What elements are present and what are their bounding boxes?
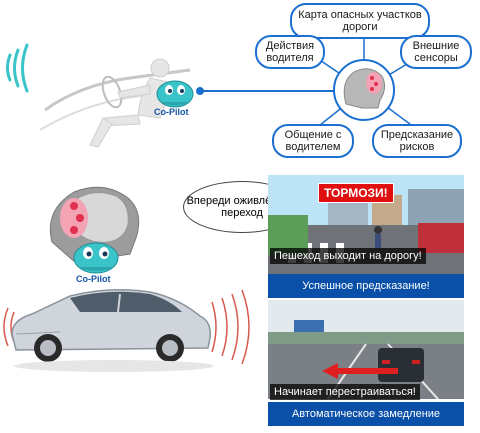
copilot-mascot-large-icon [73,242,119,274]
signal-waves-icon [6,43,29,93]
brain-large-icon [49,186,140,271]
lane-change-overlay-text: Начинает перестраиваться! [270,384,420,400]
lane-change-arrow-icon [322,363,398,379]
brain-icon [343,68,386,109]
pedestrian-overlay-text: Пешеход выходит на дорогу! [270,248,426,264]
car-illustration [3,289,250,372]
copilot-mascot-icon [156,80,194,108]
caption-auto-deceleration: Автоматическое замедление [268,402,464,426]
connector-line [196,87,342,95]
caption-successful-prediction: Успешное предсказание! [268,274,464,298]
brake-warning-badge: ТОРМОЗИ! [318,183,394,203]
hub-diagram [304,38,431,134]
node-hazard-map: Карта опасных участков дороги [290,3,430,39]
node-external-sensors: Внешние сенсоры [400,35,472,69]
node-driver-actions: Действия водителя [255,35,325,69]
node-driver-communication: Общение с водителем [272,124,354,158]
node-risk-prediction: Предсказание рисков [372,124,462,158]
copilot-label-bottom: Co-Pilot [76,274,111,284]
copilot-label-top: Co-Pilot [154,107,189,117]
